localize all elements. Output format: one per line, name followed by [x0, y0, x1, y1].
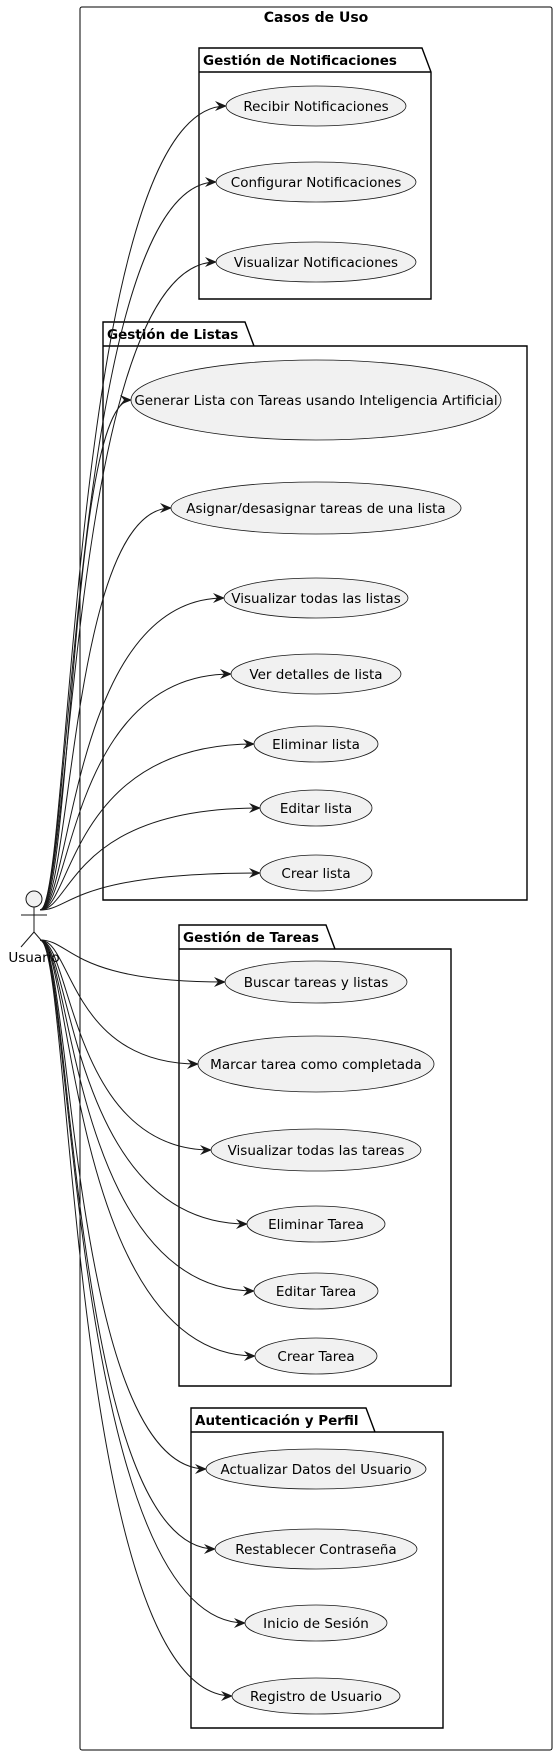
associations [39, 101, 261, 1701]
association-arrow [39, 939, 256, 1361]
use-case: Ver detalles de lista [230, 653, 402, 695]
use-case-ellipse [230, 653, 402, 695]
association-arrow [39, 939, 207, 1474]
system-boundary [79, 6, 553, 1751]
association-arrow [39, 939, 226, 987]
use-case: Visualizar Notificaciones [215, 241, 417, 283]
use-case: Editar lista [259, 789, 373, 827]
use-case-label: Crear lista [281, 866, 350, 882]
package-tareas: Gestión de Tareas [178, 924, 452, 1387]
use-case-label: Visualizar Notificaciones [234, 255, 398, 271]
use-case-ellipse [215, 241, 417, 283]
association-arrow [39, 669, 232, 911]
use-case-label: Eliminar lista [272, 737, 360, 753]
package-title: Autenticación y Perfil [195, 1413, 359, 1429]
use-case: Visualizar todas las listas [223, 577, 409, 619]
use-case: Crear Tarea [254, 1337, 378, 1375]
use-case-ellipse [210, 1128, 422, 1172]
package-title: Gestión de Tareas [183, 930, 319, 946]
system-title: Casos de Uso [264, 10, 369, 26]
association-arrow [39, 939, 212, 1155]
use-case-label: Visualizar todas las tareas [228, 1143, 405, 1159]
use-case-label: Eliminar Tarea [268, 1217, 364, 1233]
stick-figure-actor-icon [20, 890, 48, 948]
use-case: Inicio de Sesión [244, 1604, 388, 1642]
use-case-ellipse [224, 960, 408, 1004]
use-case-ellipse [215, 161, 417, 203]
use-case-label: Buscar tareas y listas [244, 975, 389, 991]
use-case-ellipse [253, 1272, 379, 1310]
association-arrow [39, 101, 227, 911]
association-arrow [39, 503, 172, 911]
use-case: Recibir Notificaciones [225, 85, 407, 127]
use-case-ellipse [225, 85, 407, 127]
association-arrow [39, 939, 246, 1628]
actor-usuario: Usuario [8, 890, 60, 966]
package-title: Gestión de Listas [107, 327, 238, 343]
use-case: Actualizar Datos del Usuario [205, 1448, 427, 1490]
association-arrow [39, 939, 248, 1229]
use-case-ellipse [254, 1337, 378, 1375]
use-case: Restablecer Contraseña [214, 1528, 418, 1570]
use-case: Crear lista [259, 854, 373, 892]
use-case-ellipse [214, 1528, 418, 1570]
association-arrow [39, 939, 233, 1701]
association-arrow [39, 803, 261, 911]
use-case-label: Restablecer Contraseña [235, 1542, 396, 1558]
association-arrow [39, 593, 225, 911]
use-case-label: Crear Tarea [277, 1349, 354, 1365]
use-case-label: Inicio de Sesión [263, 1616, 369, 1632]
use-case: Configurar Notificaciones [215, 161, 417, 203]
use-case-ellipse [130, 359, 502, 441]
use-case-label: Registro de Usuario [250, 1689, 382, 1705]
use-case: Asignar/desasignar tareas de una lista [170, 481, 462, 535]
association-arrow [39, 739, 255, 911]
use-case-label: Configurar Notificaciones [231, 175, 401, 191]
use-case-ellipse [231, 1677, 401, 1715]
use-case-ellipse [170, 481, 462, 535]
use-case-label: Asignar/desasignar tareas de una lista [186, 501, 445, 517]
use-case-label: Editar lista [280, 801, 352, 817]
use-case: Eliminar Tarea [246, 1205, 386, 1243]
association-arrow [39, 868, 261, 911]
use-case: Editar Tarea [253, 1272, 379, 1310]
use-case-ellipse [223, 577, 409, 619]
association-arrow [39, 395, 132, 911]
use-case-label: Generar Lista con Tareas usando Intelige… [134, 393, 497, 409]
use-case: Eliminar lista [253, 725, 379, 763]
use-case-ellipse [244, 1604, 388, 1642]
use-case-label: Recibir Notificaciones [243, 99, 388, 115]
use-case-label: Ver detalles de lista [249, 667, 382, 683]
use-case-ellipse [259, 854, 373, 892]
package-autenticacion: Autenticación y Perfil [190, 1407, 444, 1729]
package-title: Gestión de Notificaciones [203, 53, 397, 69]
use-case-ellipse [253, 725, 379, 763]
use-case-ellipse [246, 1205, 386, 1243]
use-case: Marcar tarea como completada [197, 1035, 435, 1093]
association-arrow [39, 939, 216, 1554]
use-case-label: Editar Tarea [276, 1284, 356, 1300]
association-arrow [39, 939, 255, 1296]
association-arrow [39, 257, 217, 911]
use-case: Generar Lista con Tareas usando Intelige… [130, 359, 502, 441]
use-case-ellipse [205, 1448, 427, 1490]
use-case-label: Actualizar Datos del Usuario [220, 1462, 411, 1478]
use-case: Visualizar todas las tareas [210, 1128, 422, 1172]
use-case-label: Visualizar todas las listas [231, 591, 400, 607]
association-arrow [39, 939, 199, 1069]
use-case-label: Marcar tarea como completada [210, 1057, 422, 1073]
use-case-ellipse [259, 789, 373, 827]
use-case-ellipse [197, 1035, 435, 1093]
package-notificaciones: Gestión de Notificaciones [198, 47, 432, 300]
use-case: Registro de Usuario [231, 1677, 401, 1715]
actor-name: Usuario [8, 950, 59, 966]
use-case: Buscar tareas y listas [224, 960, 408, 1004]
package-listas: Gestión de Listas [102, 321, 528, 901]
